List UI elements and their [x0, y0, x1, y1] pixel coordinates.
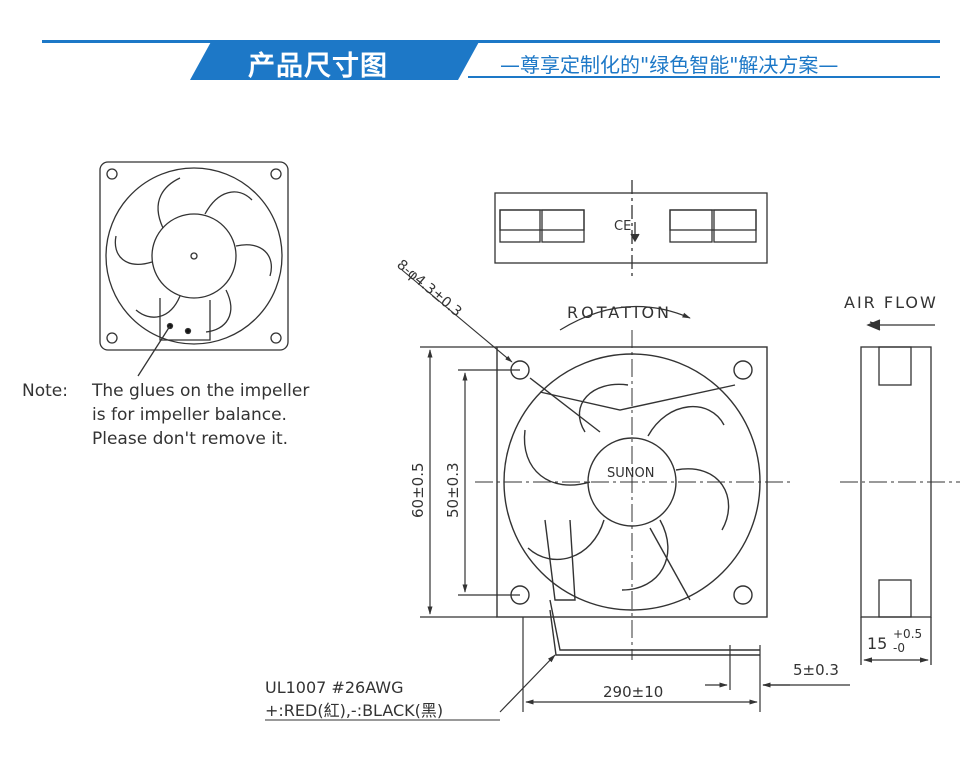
note-line-3: Please don't remove it.	[92, 429, 288, 449]
note-line-2: is for impeller balance.	[92, 405, 287, 425]
thickness-tol-lower: -0	[893, 641, 905, 655]
side-view	[860, 319, 935, 665]
note-line-1: The glues on the impeller	[91, 381, 309, 401]
cable-spec-label: UL1007 #26AWG	[265, 678, 403, 697]
small-front-view	[99, 161, 289, 377]
dim-60: 60±0.5	[409, 462, 427, 518]
title-banner	[190, 40, 480, 80]
thickness-tol-upper: +0.5	[893, 627, 922, 641]
header-rule-top	[42, 40, 940, 43]
thickness-label: 15	[867, 634, 887, 653]
wire-colors-label: +:RED(紅),-:BLACK(黑)	[265, 701, 443, 720]
air-flow-label: AIR FLOW	[844, 293, 938, 312]
strip-length-label: 5±0.3	[793, 661, 839, 679]
header-rule-bottom	[468, 76, 940, 78]
brand-label: SUNON	[607, 466, 654, 481]
top-view	[494, 180, 768, 276]
page-title: 产品尺寸图	[248, 51, 388, 82]
note-label: Note:	[22, 381, 68, 401]
header-slogan: —尊享定制化的"绿色智能"解决方案—	[500, 53, 839, 77]
lead-length-label: 290±10	[603, 683, 663, 701]
rotation-label: ROTATION	[567, 303, 672, 322]
dim-50: 50±0.3	[444, 462, 462, 518]
holes-label: 8-φ4.3±0.3	[393, 257, 464, 320]
ce-mark: CE	[614, 219, 631, 234]
